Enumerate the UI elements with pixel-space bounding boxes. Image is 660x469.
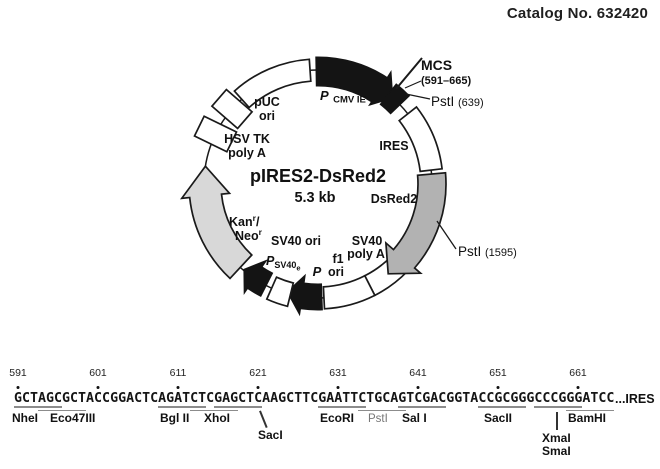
site-underline-eco47iii: [38, 409, 86, 412]
label-sv40-ori: SV40 ori: [271, 234, 321, 248]
plasmid-size: 5.3 kb: [294, 190, 335, 206]
seq-position-591: 591: [9, 367, 27, 379]
catalog-number: Catalog No. 632420: [506, 5, 648, 22]
label-dsred2: DsRed2: [371, 192, 418, 206]
mcs-sequence: GCTAGCGCTACCGGACTCAGATCTCGAGCTCAAGCTTCGA…: [14, 391, 615, 406]
psti1595-leader-line: [436, 220, 457, 250]
site-label-sali: Sal I: [402, 411, 427, 425]
site-label-bglii: Bgl II: [160, 411, 190, 425]
label-puc-line1: pUC: [254, 95, 280, 109]
label-f1-line1: f1: [332, 252, 343, 266]
label-neo-base: Neo: [235, 229, 259, 243]
site-underline-xmai-smai: [534, 406, 582, 408]
callout-mcs-range: (591–665): [421, 75, 471, 87]
callout-psti639: PstI (639): [431, 94, 484, 109]
feature-sv40-ori: [265, 276, 295, 308]
psti639-leader-line: [405, 93, 431, 100]
feature-f1-ori: [322, 274, 376, 310]
site-underline-psti: [358, 409, 406, 412]
seq-position-661: 661: [569, 367, 587, 379]
site-underline-bglii: [158, 406, 206, 408]
label-psv40e-sub: SV40: [274, 260, 296, 270]
mcs-range-leader-line: [404, 80, 422, 89]
feature-hsvtk-polya-box-upper: [210, 88, 254, 130]
site-label-sacii: SacII: [484, 411, 513, 425]
seq-position-631: 631: [329, 367, 347, 379]
label-sv40polya-line2: poly A: [347, 247, 385, 261]
label-sv40polya-line1: SV40: [352, 234, 383, 248]
site-label-nhei: NheI: [12, 411, 39, 425]
feature-mcs-wedge: [379, 83, 411, 115]
seq-position-651: 651: [489, 367, 507, 379]
saci-leader-line: [259, 410, 268, 428]
feature-p-promoter-arrow: [286, 273, 323, 317]
callout-psti1595-name: PstI: [458, 244, 485, 259]
site-label-xhoi: XhoI: [204, 411, 230, 425]
callout-psti1595-pos: (1595): [485, 247, 517, 259]
position-dot: [176, 386, 180, 389]
label-f1-line2: ori: [328, 265, 344, 279]
sequence-suffix-ires: ...IRES: [615, 392, 655, 406]
label-p-promoter: P: [313, 264, 322, 279]
plasmid-map: pIRES2-DsRed2 5.3 kb pUC ori P CMV IE HS…: [179, 56, 517, 317]
callout-mcs: MCS: [421, 57, 452, 73]
site-underline-bamhi: [566, 409, 614, 412]
callout-psti639-name: PstI: [431, 94, 458, 109]
callout-psti1595: PstI (1595): [458, 244, 517, 259]
label-kan-sup: r: [253, 213, 257, 223]
label-hsvtk-line2: poly A: [228, 146, 266, 160]
position-dot: [496, 386, 500, 389]
feature-psv40e-promoter-arrow: [243, 259, 274, 297]
label-hsvtk-line1: HSV TK: [224, 132, 270, 146]
site-label-psti: PstI: [368, 413, 388, 425]
label-pcmv-sub: CMV IE: [333, 95, 366, 106]
site-label-saci: SacI: [258, 428, 283, 442]
seq-position-601: 601: [89, 367, 107, 379]
site-underline-sali: [398, 406, 446, 408]
seq-position-621: 621: [249, 367, 267, 379]
label-ires: IRES: [379, 139, 408, 153]
seq-position-611: 611: [169, 367, 187, 379]
site-label-bamhi: BamHI: [568, 411, 607, 425]
label-kan-base: Kan: [229, 215, 253, 229]
position-dot: [416, 386, 420, 389]
label-pcmv: P CMV IE: [320, 87, 366, 106]
plasmid-title: pIRES2-DsRed2: [250, 166, 386, 186]
mcs-leader-line: [395, 57, 423, 90]
label-kan-slash: /: [256, 215, 260, 229]
position-dot: [336, 386, 340, 389]
site-label-xmai: XmaI: [542, 431, 571, 445]
callout-psti639-pos: (639): [458, 97, 484, 109]
site-underline-nhei: [14, 406, 62, 408]
feature-puc-ori: [233, 58, 312, 109]
feature-ires: [398, 105, 444, 173]
position-dot: [16, 386, 20, 389]
label-kan-neo-line2: Neor: [235, 227, 263, 243]
feature-hsvtk-polya-box-lower: [193, 115, 238, 153]
site-underline-saci: [214, 406, 262, 408]
site-label-ecori: EcoRI: [320, 411, 355, 425]
feature-kan-neo-arrow: [179, 164, 254, 280]
site-label-smai: SmaI: [542, 444, 571, 458]
label-psv40e-sub2: e: [296, 264, 300, 273]
position-dot: [576, 386, 580, 389]
label-neo-sup: r: [259, 227, 263, 237]
label-psv40e: PSV40e: [266, 254, 301, 273]
label-kan-neo-line1: Kanr/: [229, 213, 260, 229]
site-underline-ecori: [318, 406, 366, 408]
label-pcmv-p: P: [320, 88, 329, 103]
site-label-eco47iii: Eco47III: [50, 411, 96, 425]
seq-position-641: 641: [409, 367, 427, 379]
position-dot: [96, 386, 100, 389]
label-puc-line2: ori: [259, 109, 275, 123]
site-underline-xhoi: [190, 409, 238, 412]
label-psv40e-p: P: [266, 254, 275, 268]
position-dot: [256, 386, 260, 389]
xmai-smai-leader-line: [556, 412, 558, 430]
feature-dsred2-arrow: [384, 171, 447, 275]
site-underline-sacii: [478, 406, 526, 408]
